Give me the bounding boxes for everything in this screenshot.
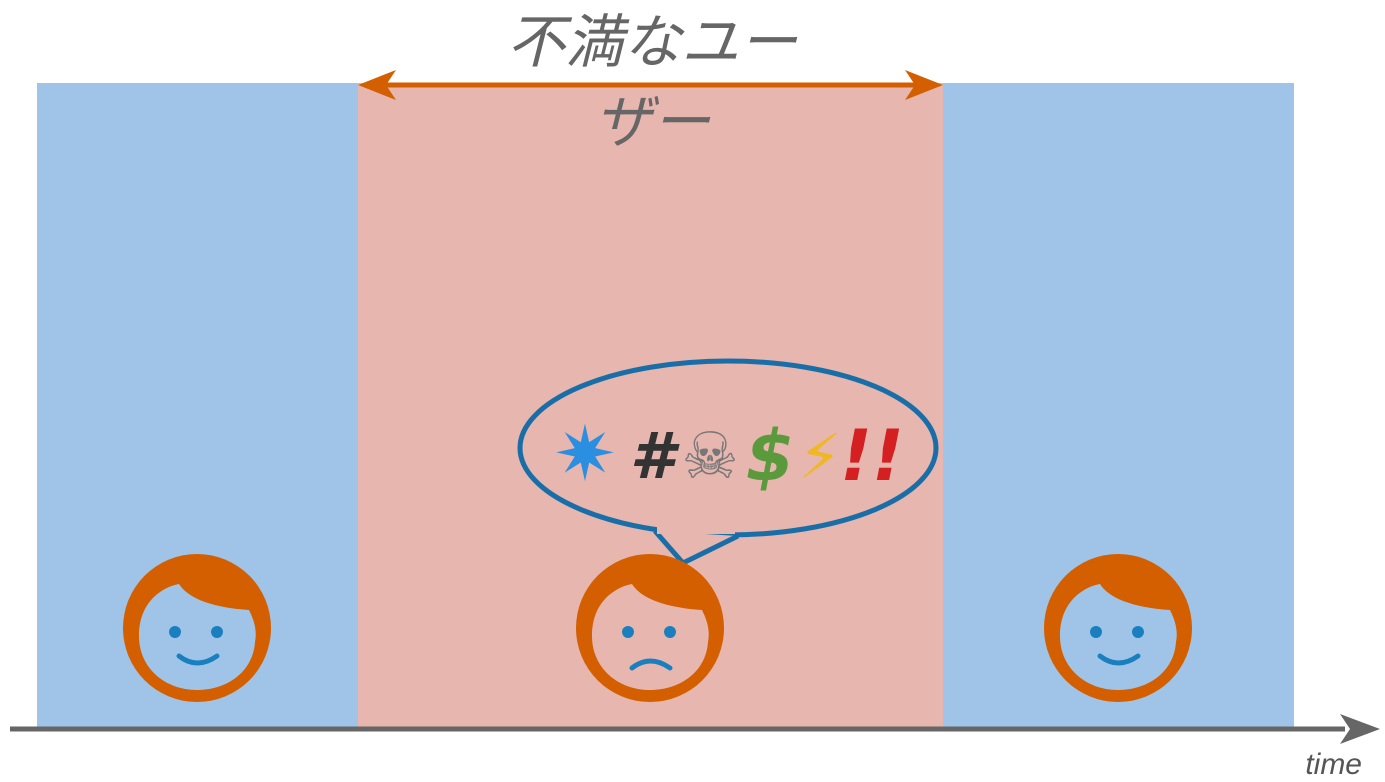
unhappy-user-label-line2: ザー — [594, 88, 711, 156]
happy-face-icon — [123, 554, 271, 702]
sad-face-icon — [576, 554, 724, 702]
happy-face-icon — [1044, 554, 1192, 702]
hash-icon: # — [630, 420, 680, 494]
lightning-icon: ⚡ — [798, 420, 842, 493]
unhappy-span-arrow — [358, 70, 943, 100]
dollar-icon: $ — [746, 415, 795, 497]
unhappy-user-label-line1: 不満なユー — [507, 8, 798, 76]
exclamation-icon: !! — [840, 415, 904, 497]
sparkle-icon: ✷ — [553, 409, 617, 498]
time-axis-label: time — [1305, 748, 1362, 781]
time-axis — [10, 714, 1380, 744]
skull-icon: ☠ — [681, 420, 738, 494]
